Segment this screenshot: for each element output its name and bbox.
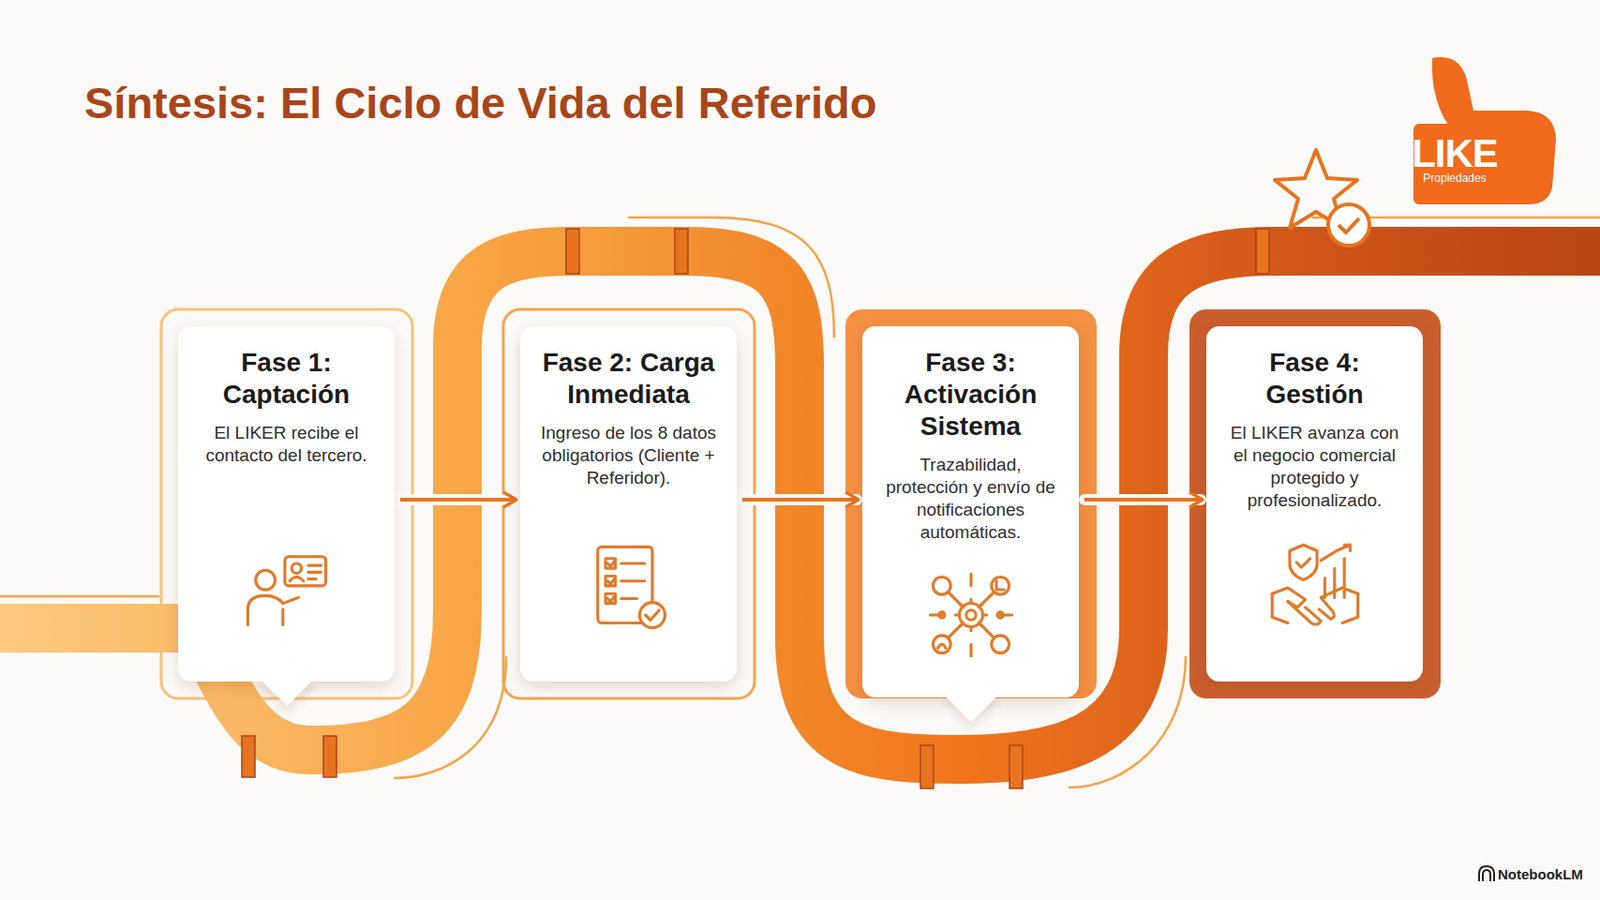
phase-icon bbox=[1266, 538, 1364, 637]
flow-arrow bbox=[1084, 499, 1201, 501]
phase-description: El LIKER avanza con el negocio comercial… bbox=[1206, 421, 1423, 512]
phase-description: Ingreso de los 8 datos obligatorios (Cli… bbox=[520, 421, 737, 490]
diagram-title: Síntesis: El Ciclo de Vida del Referido bbox=[84, 76, 877, 129]
logo-subtitle: Propiedades bbox=[1422, 171, 1486, 185]
logo-wordmark: LIKE bbox=[1411, 131, 1498, 177]
phase-icon bbox=[580, 538, 678, 637]
flow-arrow bbox=[400, 499, 515, 501]
phase-heading: Fase 4: Gestión bbox=[1206, 346, 1423, 411]
phase-card: Fase 4: Gestión El LIKER avanza con el ne… bbox=[1206, 326, 1423, 682]
phase-description: Trazabilidad, protección y envío de noti… bbox=[862, 453, 1079, 544]
phase-card: Fase 3: Activación SistemaTrazabilidad, … bbox=[862, 326, 1079, 698]
phase-icon bbox=[238, 538, 336, 637]
phase-card: Fase 1: Captación El LIKER recibe el cont… bbox=[178, 326, 395, 682]
phase-heading: Fase 3: Activación Sistema bbox=[862, 346, 1079, 443]
phase-description: El LIKER recibe el contacto del tercero. bbox=[178, 421, 395, 467]
phase-icon bbox=[922, 566, 1020, 664]
phase-heading: Fase 2: Carga Inmediata bbox=[520, 346, 737, 411]
phase-card: Fase 2: Carga InmediataIngreso de los 8 … bbox=[520, 326, 737, 682]
watermark: NotebookLM bbox=[1497, 866, 1584, 883]
flow-arrow bbox=[742, 499, 857, 501]
card-tail bbox=[943, 669, 998, 723]
phase-heading: Fase 1: Captación bbox=[178, 346, 395, 411]
